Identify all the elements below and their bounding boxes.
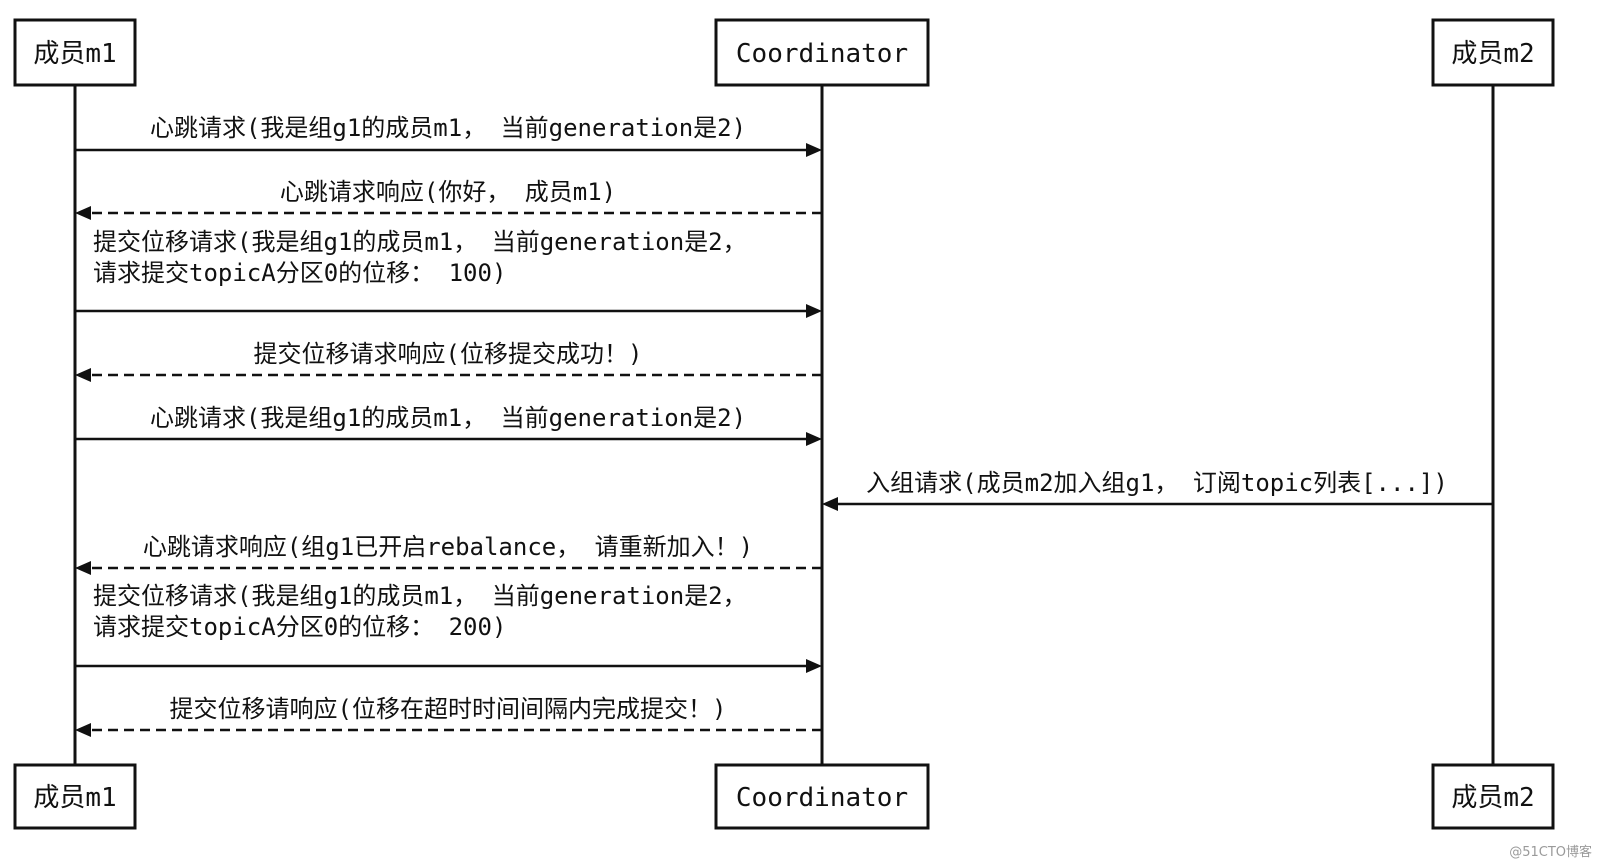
message-commit-offset-response-1: 提交位移请求响应(位移提交成功！) [75, 340, 822, 382]
message-label-line-1: 提交位移请求(我是组g1的成员m1， 当前generation是2， [93, 582, 747, 610]
actor-box-coordinator-top: Coordinator [714, 18, 930, 87]
message-label-line-1: 提交位移请求(我是组g1的成员m1， 当前generation是2， [93, 228, 747, 256]
actor-box-m2-bottom: 成员m2 [1431, 763, 1555, 830]
actor-box-m1-bottom: 成员m1 [13, 763, 137, 830]
message-label: 心跳请求(我是组g1的成员m1， 当前generation是2) [150, 114, 746, 142]
actor-label-m1-bottom: 成员m1 [33, 783, 116, 813]
message-label: 心跳请求响应(你好， 成员m1) [280, 178, 616, 206]
message-commit-offset-request-2: 提交位移请求(我是组g1的成员m1， 当前generation是2， 请求提交t… [75, 582, 822, 673]
message-commit-offset-response-2: 提交位移请响应(位移在超时时间间隔内完成提交！) [75, 695, 822, 737]
actor-box-m1-top: 成员m1 [13, 18, 137, 87]
message-label: 入组请求(成员m2加入组g1， 订阅topic列表[...]) [866, 469, 1448, 497]
actor-label-coordinator-top: Coordinator [736, 39, 908, 69]
message-join-group-request: 入组请求(成员m2加入组g1， 订阅topic列表[...]) [822, 469, 1493, 511]
message-heartbeat-response-1: 心跳请求响应(你好， 成员m1) [75, 178, 822, 220]
watermark-text: @51CTO博客 [1509, 844, 1592, 860]
message-label-line-2: 请求提交topicA分区0的位移： 200) [93, 613, 506, 641]
actor-box-m2-top: 成员m2 [1431, 18, 1555, 87]
actor-label-m2-bottom: 成员m2 [1451, 783, 1534, 813]
message-heartbeat-request-2: 心跳请求(我是组g1的成员m1， 当前generation是2) [75, 404, 822, 446]
message-label: 心跳请求(我是组g1的成员m1， 当前generation是2) [150, 404, 746, 432]
actor-box-coordinator-bottom: Coordinator [714, 763, 930, 830]
message-heartbeat-response-rebalance: 心跳请求响应(组g1已开启rebalance， 请重新加入！) [75, 533, 822, 575]
message-label: 心跳请求响应(组g1已开启rebalance， 请重新加入！) [143, 533, 753, 561]
message-label: 提交位移请响应(位移在超时时间间隔内完成提交！) [170, 695, 727, 723]
message-label-line-2: 请求提交topicA分区0的位移： 100) [93, 259, 506, 287]
actor-label-m2-top: 成员m2 [1451, 39, 1534, 69]
actor-label-coordinator-bottom: Coordinator [736, 783, 908, 813]
message-commit-offset-request-1: 提交位移请求(我是组g1的成员m1， 当前generation是2， 请求提交t… [75, 228, 822, 318]
actor-label-m1-top: 成员m1 [33, 39, 116, 69]
message-label: 提交位移请求响应(位移提交成功！) [254, 340, 643, 368]
message-heartbeat-request-1: 心跳请求(我是组g1的成员m1， 当前generation是2) [75, 114, 822, 157]
